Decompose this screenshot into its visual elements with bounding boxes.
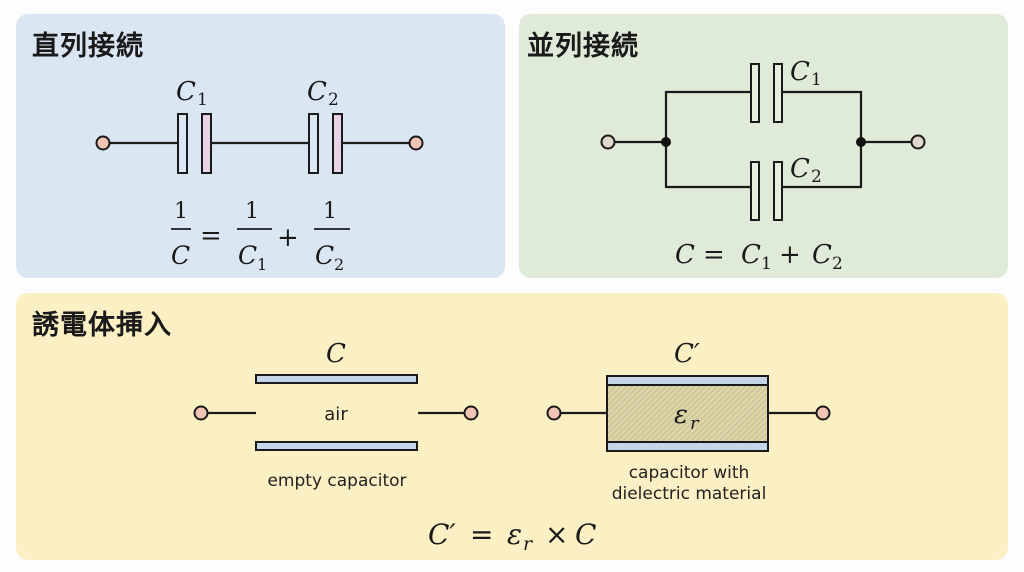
dielectric-formula-eps-subscript: r	[523, 533, 534, 555]
parallel-c2-label: C	[790, 154, 810, 184]
dielectric-formula: C′ = ε r × C	[428, 518, 596, 555]
parallel-circuit: C 1 C 2	[600, 57, 926, 221]
dielectric-capacitor-terminal-right	[815, 405, 831, 421]
parallel-c1-plate-right	[773, 63, 783, 123]
formula-equals: =	[200, 221, 222, 251]
series-c1-plate-left	[177, 113, 188, 174]
formula-t1-numerator: 1	[245, 199, 259, 224]
series-c1-subscript: 1	[197, 90, 208, 110]
dielectric-capacitor-label: C′	[674, 339, 700, 369]
formula-t2-subscript: 2	[334, 255, 344, 274]
empty-capacitor-bottom-plate	[255, 441, 418, 451]
parallel-c1-plate-left	[750, 63, 760, 123]
dielectric-formula-equals: =	[470, 518, 493, 551]
dielectric-capacitor-top-plate	[606, 375, 769, 386]
parallel-formula-equals: =	[703, 240, 725, 270]
empty-capacitor-terminal-left	[193, 405, 209, 421]
dielectric-capacitor-bottom-plate	[606, 441, 769, 452]
parallel-terminal-right	[910, 134, 926, 150]
series-c2-label: C	[307, 77, 327, 107]
parallel-connection-panel: 並列接続	[519, 14, 1008, 278]
parallel-c1-label: C	[790, 57, 810, 87]
dielectric-insertion-panel: 誘電体挿入	[16, 293, 1008, 560]
empty-capacitor: C air empty capacitor	[193, 339, 479, 491]
formula-t2-denominator: C	[315, 241, 334, 270]
empty-capacitor-top-plate	[255, 374, 418, 384]
dielectric-capacitor-terminal-left	[546, 405, 562, 421]
parallel-formula-t1-subscript: 1	[761, 254, 772, 274]
parallel-title: 並列接続	[527, 31, 639, 62]
parallel-formula-plus: +	[779, 240, 801, 270]
permittivity-symbol: ε	[674, 400, 688, 430]
dielectric-caption-line1: capacitor with	[629, 463, 750, 483]
series-c2-subscript: 2	[328, 90, 339, 110]
parallel-formula-t2-subscript: 2	[832, 254, 843, 274]
empty-capacitor-terminal-right	[463, 405, 479, 421]
dielectric-formula-times: ×	[545, 518, 568, 551]
parallel-c2-subscript: 2	[811, 167, 822, 187]
parallel-wire-left-branch	[664, 90, 752, 189]
parallel-terminal-left	[600, 134, 616, 150]
series-terminal-right	[408, 135, 424, 151]
parallel-formula-t2: C	[812, 240, 832, 270]
parallel-c2-plate-left	[750, 161, 760, 221]
permittivity-subscript: r	[690, 413, 700, 434]
series-title: 直列接続	[32, 31, 144, 62]
dielectric-formula-lhs: C′	[428, 518, 456, 551]
formula-lhs-denominator: C	[171, 241, 190, 270]
series-c1-plate-right	[201, 113, 212, 174]
formula-t1-subscript: 1	[257, 255, 267, 274]
parallel-c2-plate-right	[773, 161, 783, 221]
formula-t1-denominator: C	[238, 241, 257, 270]
dielectric-formula-eps: ε	[507, 518, 522, 551]
formula-plus: +	[277, 223, 299, 253]
parallel-node-left	[661, 137, 671, 147]
series-terminal-left	[95, 135, 111, 151]
formula-t2-numerator: 1	[323, 199, 337, 224]
series-c1-label: C	[176, 77, 196, 107]
empty-capacitor-label: C	[326, 339, 346, 369]
parallel-formula-lhs: C	[675, 240, 695, 270]
parallel-formula-t1: C	[741, 240, 761, 270]
empty-capacitor-caption: empty capacitor	[267, 471, 406, 491]
dielectric-caption-line2: dielectric material	[612, 484, 767, 504]
dielectric-formula-rhs: C	[575, 518, 596, 551]
dielectric-title: 誘電体挿入	[32, 310, 172, 341]
parallel-node-right	[856, 137, 866, 147]
dielectric-capacitor: C′ ε r capacitor with dielectric materia…	[546, 339, 831, 504]
formula-lhs-numerator: 1	[174, 199, 188, 224]
air-label: air	[324, 404, 348, 425]
series-c2-plate-right	[332, 113, 343, 174]
series-formula: 1 C = 1 C 1 + 1 C 2	[171, 199, 350, 274]
parallel-c1-subscript: 1	[811, 70, 822, 90]
series-circuit: C 1 C 2	[95, 77, 424, 174]
parallel-formula: C = C 1 + C 2	[675, 240, 843, 274]
series-c2-plate-left	[308, 113, 319, 174]
